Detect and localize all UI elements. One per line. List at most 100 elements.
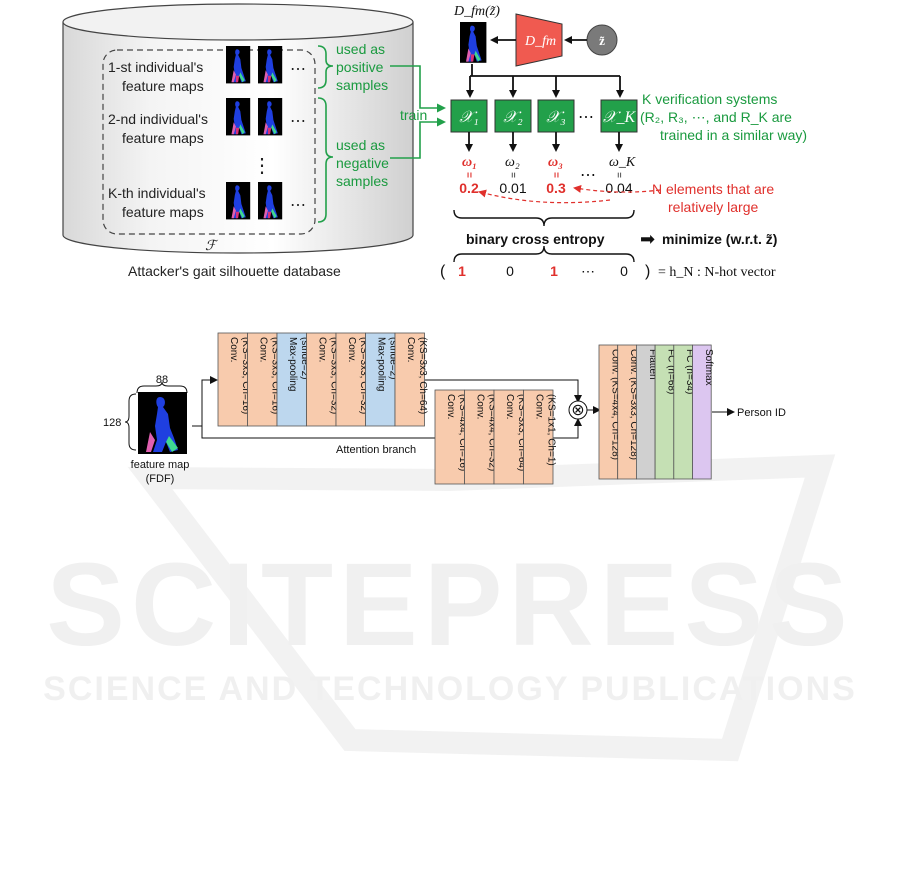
database-caption: Attacker's gait silhouette database <box>128 263 341 279</box>
omega-3: ω₃ <box>548 155 563 170</box>
main-to-multiply-arrow <box>425 379 582 403</box>
large-elements-arrow-1 <box>478 189 611 204</box>
input-height-brace <box>124 393 137 451</box>
vector-close-paren: ) <box>645 263 650 280</box>
output-label: Person ID <box>737 407 786 419</box>
row-1-label-line1: 1-st individual's <box>108 59 203 75</box>
equals-2: = <box>507 172 518 178</box>
system-1-label: 𝒳₁ <box>459 109 478 126</box>
input-to-main-arrow <box>192 376 218 427</box>
feature-map-thumbnail <box>226 98 251 136</box>
feature-map-thumbnail <box>226 46 251 84</box>
main-layer-3-label: Max-pooling <box>287 337 298 391</box>
classifier-head: Conv. (KS=4x4, Ch=128) Conv. (KS=3x3, Ch=… <box>598 344 714 480</box>
system-2 <box>494 99 532 133</box>
main-layer-4: Conv.(KS=3x3, Ch=32) <box>306 332 339 427</box>
vector-entry-dots: ⋯ <box>581 263 595 279</box>
vector-entry-k: 0 <box>620 263 628 279</box>
outputs-ellipsis: ⋯ <box>580 167 596 184</box>
vector-brace <box>453 245 635 263</box>
system-k <box>600 99 638 133</box>
head-layer-1-label: Conv. (KS=4x4, Ch=128) <box>609 349 620 460</box>
main-layer-3-label: (stride=2) <box>299 337 310 380</box>
negative-arrow <box>390 117 446 159</box>
systems-ellipsis: ⋯ <box>578 109 594 126</box>
main-layer-5-label: Conv. <box>346 337 357 362</box>
main-layer-4-label: Conv. <box>316 337 327 362</box>
loss-label: binary cross entropy <box>466 231 605 247</box>
head-layer-6-label: Softmax <box>703 349 714 386</box>
distribution-lines <box>466 64 624 98</box>
row-ellipsis: ⋯ <box>290 113 306 130</box>
row-k-label-line2: feature maps <box>122 204 204 220</box>
n-hot-vector: ( 1 0 1 ⋯ 0 ) = h_N : N-hot vector <box>440 263 776 280</box>
loss-brace <box>453 209 635 227</box>
positive-label-line1: used as <box>336 41 385 57</box>
input-caption-line2: (FDF) <box>146 473 175 485</box>
value-2: 0.01 <box>499 180 526 196</box>
feature-set-box <box>102 49 316 235</box>
train-label: train <box>400 107 427 123</box>
attention-layer-1-label: (KS=4x4, Ch=16) <box>457 394 468 471</box>
main-layer-3: Max-pooling(stride=2) <box>276 332 310 427</box>
systems-note-line3: trained in a similar way) <box>660 127 807 143</box>
negative-label-line2: negative <box>336 155 389 171</box>
attention-layer-2: Conv.(KS=4x4, Ch=32) <box>464 389 497 485</box>
main-layer-6-label: Max-pooling <box>375 337 386 391</box>
attention-layer-4-label: (KS=1x1, Ch=1) <box>545 394 556 466</box>
multiply-node <box>568 400 588 420</box>
watermark-subtitle: SCIENCE AND TECHNOLOGY PUBLICATIONS <box>43 670 857 708</box>
main-layer-1-label: Conv. <box>228 337 239 362</box>
head-layer-2-label: Conv. (KS=3x3, Ch=128) <box>628 349 639 460</box>
generated-feature-map <box>460 22 487 63</box>
main-layer-2-label: Conv. <box>257 337 268 362</box>
system-output-arrows <box>465 132 623 152</box>
network-diagram: 88 128 feature map (FDF) Attention branc… <box>103 332 786 485</box>
input-height-label: 128 <box>103 417 121 429</box>
attention-layer-4: Conv.(KS=1x1, Ch=1) <box>523 389 556 485</box>
main-layer-1: Conv.(KS=3x3, Ch=16) <box>217 332 251 427</box>
latent-vector-label: z̃ <box>599 33 605 48</box>
omega-k: ω_K <box>609 155 636 170</box>
input-width-label: 88 <box>156 374 168 386</box>
watermark: SCITEPRESS SCIENCE AND TECHNOLOGY PUBLIC… <box>43 454 857 762</box>
verification-systems: 𝒳₁ 𝒳₂ 𝒳₃ ⋯ 𝒳_K <box>450 99 638 133</box>
system-3 <box>537 99 575 133</box>
feature-set-symbol: ℱ <box>205 239 219 254</box>
negative-brace <box>317 97 334 223</box>
row-ellipsis: ⋯ <box>290 61 306 78</box>
main-layer-5: Conv.(KS=3x3, Ch=32) <box>335 332 369 427</box>
attention-layer-2-label: (KS=4x4, Ch=32) <box>486 394 497 471</box>
value-k: 0.04 <box>605 180 632 196</box>
positive-label-line2: positive <box>336 59 384 75</box>
feature-map-thumbnail <box>226 182 251 220</box>
main-layer-2-box <box>247 332 278 427</box>
head-layer-5-label: FC (n=34) <box>684 349 695 394</box>
systems-note-line2: (R₂, R₃, ⋯, and R_K are <box>640 109 792 125</box>
generator-block <box>515 13 563 67</box>
minimize-arrow: ➡ <box>640 229 655 249</box>
attention-branch: Conv.(KS=4x4, Ch=16)Conv.(KS=4x4, Ch=32)… <box>434 389 556 485</box>
head-layer-3: Flatten <box>636 344 658 480</box>
feature-map-thumbnail <box>258 98 283 136</box>
input-silhouette <box>153 397 178 452</box>
system-k-label: 𝒳_K <box>603 109 637 126</box>
main-layer-2: Conv.(KS=3x3, Ch=16) <box>247 332 280 427</box>
input-width-brace <box>136 381 188 394</box>
system-2-label: 𝒳₂ <box>503 109 523 126</box>
minimize-label: minimize (w.r.t. z̃) <box>662 231 777 247</box>
main-layer-5-label: (KS=3x3, Ch=32) <box>358 337 369 414</box>
head-layer-3-label: Flatten <box>647 349 658 380</box>
individual-row-2: 2-nd individual's feature maps ⋯ <box>108 98 306 146</box>
equals-1: = <box>463 172 474 178</box>
main-layer-2-label: (KS=3x3, Ch=16) <box>269 337 280 414</box>
omega-2: ω₂ <box>505 155 520 170</box>
feature-map-thumbnail <box>258 46 283 84</box>
main-branch: Conv.(KS=3x3, Ch=16)Conv.(KS=3x3, Ch=16)… <box>217 332 428 427</box>
attention-layer-1-box <box>434 389 465 485</box>
head-layer-1: Conv. (KS=4x4, Ch=128) <box>598 344 620 480</box>
value-3: 0.3 <box>546 180 566 196</box>
multiply-symbol: ⊗ <box>571 402 584 419</box>
vector-entry-2: 0 <box>506 263 514 279</box>
